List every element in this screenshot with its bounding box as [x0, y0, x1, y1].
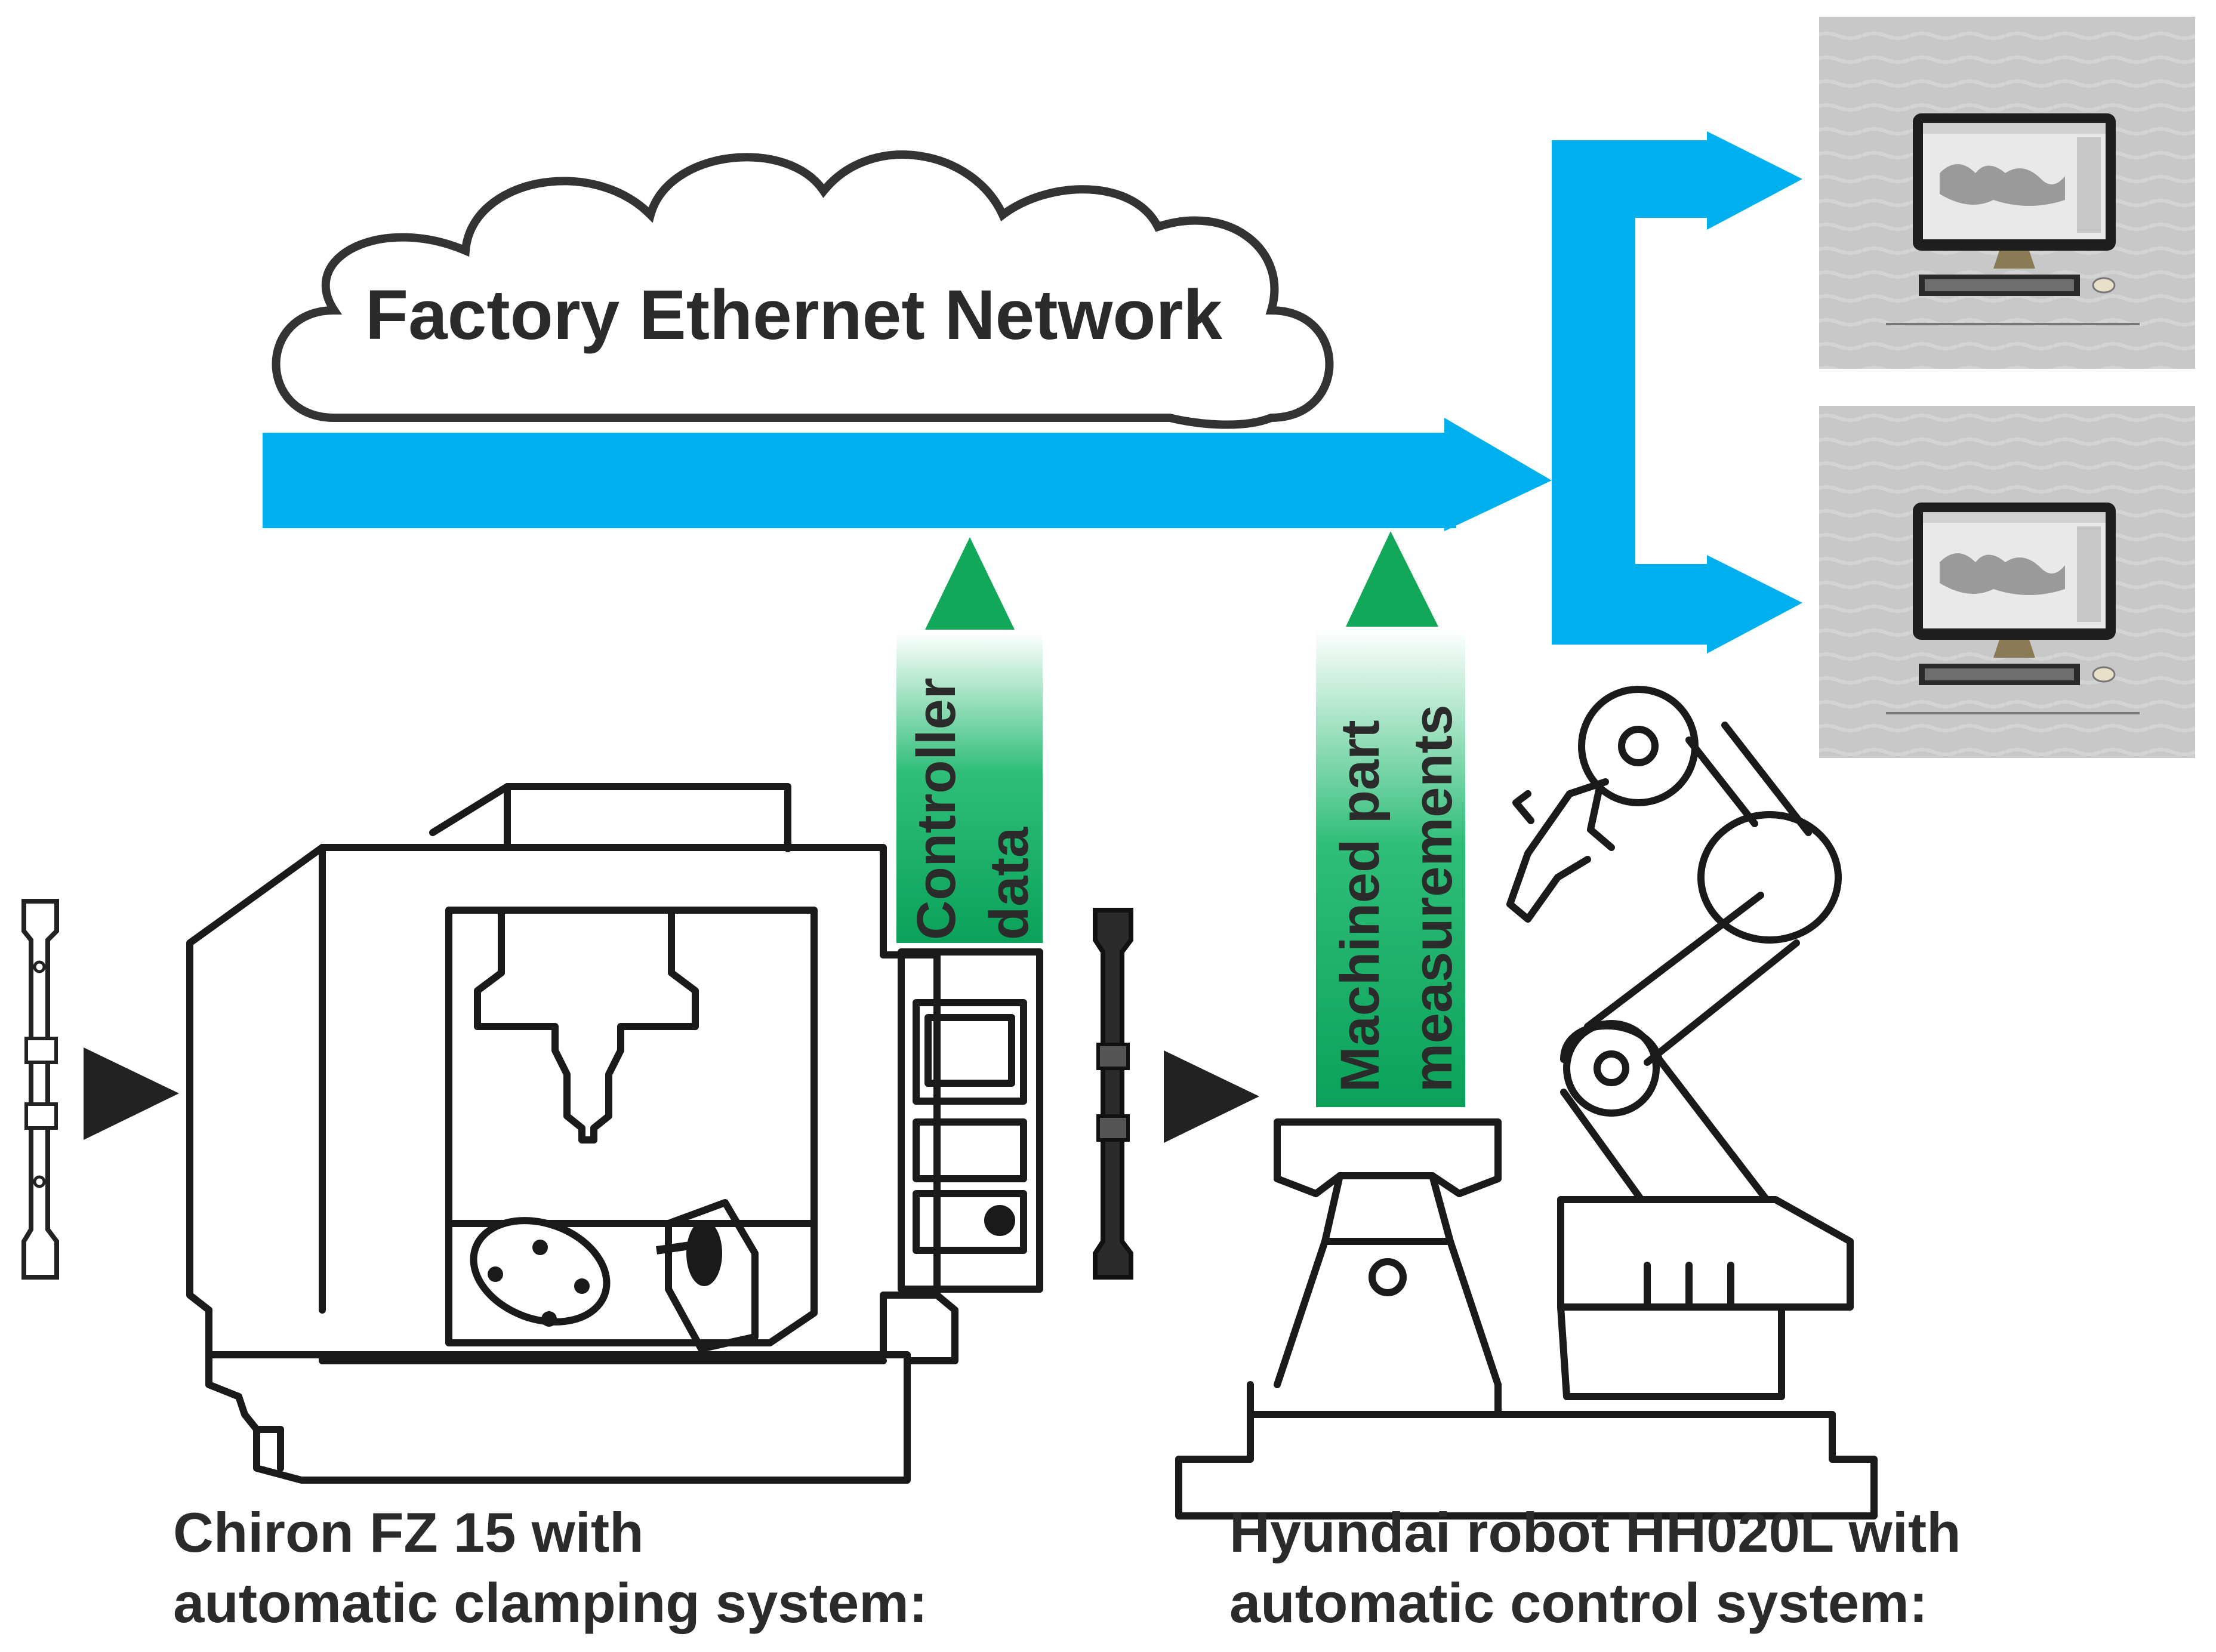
computer-monitor-icon: [1819, 17, 2195, 369]
hyundai-label-line1: Hyundai robot HH020L with: [1229, 1501, 1961, 1564]
controller-data-label-line2: data: [979, 827, 1040, 940]
clamp-fixture-icon: [1093, 908, 1133, 1280]
play-triangle-icon: [84, 1047, 179, 1140]
cloud-label: Factory Ethernet Network: [365, 276, 1222, 355]
measurements-label-line2: measurements: [1403, 705, 1463, 1092]
hyundai-label-line2: automatic control system:: [1229, 1571, 1928, 1634]
clamp-fixture-icon: [21, 899, 59, 1280]
robot-arm-icon: [1175, 686, 1878, 1520]
computer-monitor-icon: [1819, 406, 2195, 758]
measurements-label-line1: Machined part: [1330, 720, 1391, 1092]
controller-data-label-line1: Controller: [906, 677, 967, 940]
play-triangle-icon: [1164, 1050, 1259, 1143]
network-arrow: [263, 131, 1802, 654]
controller-data-arrow: [896, 537, 1043, 943]
measurements-arrow: [1316, 531, 1465, 1107]
chiron-label-line1: Chiron FZ 15 with: [173, 1501, 644, 1564]
chiron-label-line2: automatic clamping system:: [173, 1571, 927, 1634]
cnc-machine-icon: [186, 783, 1043, 1484]
cloud-icon: [272, 150, 1334, 429]
